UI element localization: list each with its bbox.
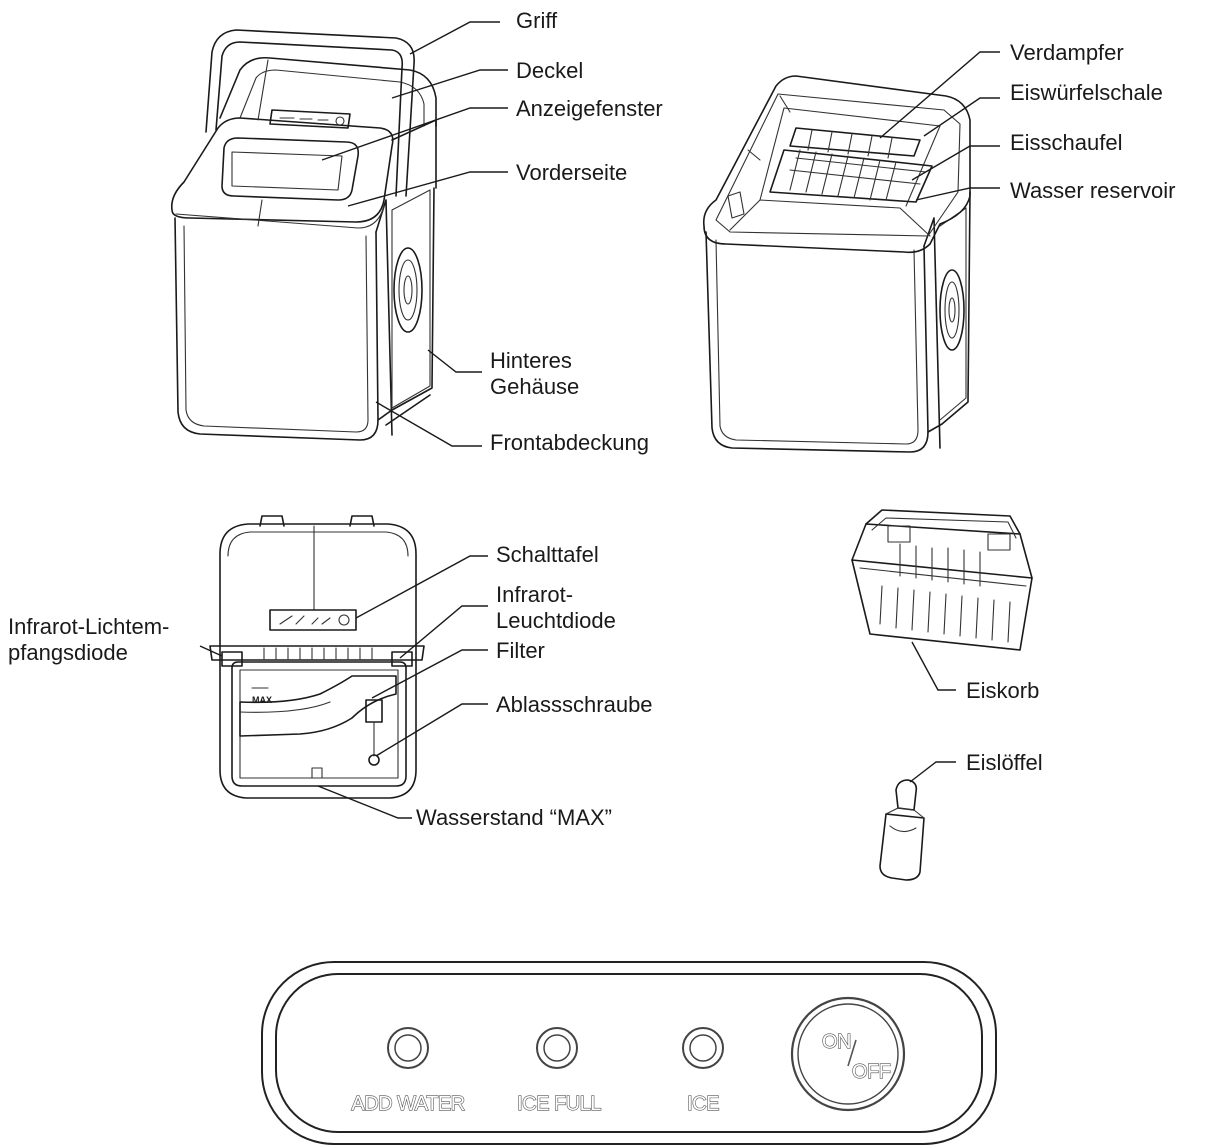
label-infrarot-leuchtdiode-1: Infrarot- [496, 582, 574, 607]
leader-verdampfer [879, 51, 1000, 139]
label-eiswuerfelschale: Eiswürfelschale [1010, 80, 1163, 105]
label-eisschaufel: Eisschaufel [1010, 130, 1123, 155]
ice-full-label: ICE FULL [517, 1093, 601, 1115]
leader-ablassschraube [375, 703, 488, 757]
control-panel [261, 961, 997, 1145]
label-filter: Filter [496, 638, 545, 663]
label-ablassschraube: Ablassschraube [496, 692, 653, 717]
leader-wasserstand [317, 785, 412, 819]
indicator-add-water [387, 1027, 429, 1069]
on-label: ON [822, 1031, 851, 1053]
label-infrarot-empfangsdiode-2: pfangsdiode [8, 640, 128, 665]
add-water-label: ADD WATER [351, 1093, 464, 1115]
ice-scoop-drawing [879, 779, 925, 881]
label-deckel: Deckel [516, 58, 584, 83]
indicator-ice [682, 1027, 724, 1069]
label-hinteres-gehaeuse-2: Gehäuse [490, 374, 580, 399]
label-infrarot-empfangsdiode-1: Infrarot-Lichtem- [8, 614, 170, 639]
leader-wasser-reservoir [915, 187, 1000, 201]
leader-schalttafel [355, 555, 488, 619]
label-wasserstand: Wasserstand “MAX” [416, 805, 613, 830]
label-hinteres-gehaeuse-1: Hinteres [490, 348, 572, 373]
leader-vorderseite [347, 171, 508, 207]
leader-infrarot-empfangsdiode [199, 645, 223, 657]
off-label: OFF [852, 1061, 891, 1083]
max-mark-label: MAX [252, 695, 272, 705]
leader-infrarot-leuchtdiode [399, 605, 488, 659]
leader-frontabdeckung [375, 401, 482, 447]
ice-maker-closed-drawing [170, 29, 437, 441]
label-eisloeffel: Eislöffel [966, 750, 1043, 775]
label-schalttafel: Schalttafel [496, 542, 599, 567]
leader-eisloeffel [909, 761, 956, 783]
ice-basket-drawing [851, 509, 1033, 651]
leader-eiswuerfelschale [923, 97, 1000, 137]
leader-eisschaufel [911, 145, 1000, 181]
leader-filter [371, 649, 488, 699]
on-off-button[interactable] [790, 996, 906, 1112]
ice-maker-open-drawing [702, 75, 971, 453]
label-verdampfer: Verdampfer [1010, 40, 1124, 65]
leader-hinteres-gehaeuse [427, 349, 482, 373]
leader-anzeigefenster [321, 107, 508, 161]
label-anzeigefenster: Anzeigefenster [516, 96, 663, 121]
label-eiskorb: Eiskorb [966, 678, 1040, 703]
leader-eiskorb [911, 641, 956, 691]
label-wasser-reservoir: Wasser reservoir [1010, 178, 1176, 203]
ice-label: ICE [687, 1093, 719, 1115]
label-vorderseite: Vorderseite [516, 160, 628, 185]
ice-maker-front-view-drawing [209, 515, 425, 799]
label-infrarot-leuchtdiode-2: Leuchtdiode [496, 608, 616, 633]
label-frontabdeckung: Frontabdeckung [490, 430, 649, 455]
leader-griff [409, 21, 500, 55]
indicator-ice-full [536, 1027, 578, 1069]
leader-deckel [391, 69, 508, 99]
label-griff: Griff [516, 8, 558, 33]
